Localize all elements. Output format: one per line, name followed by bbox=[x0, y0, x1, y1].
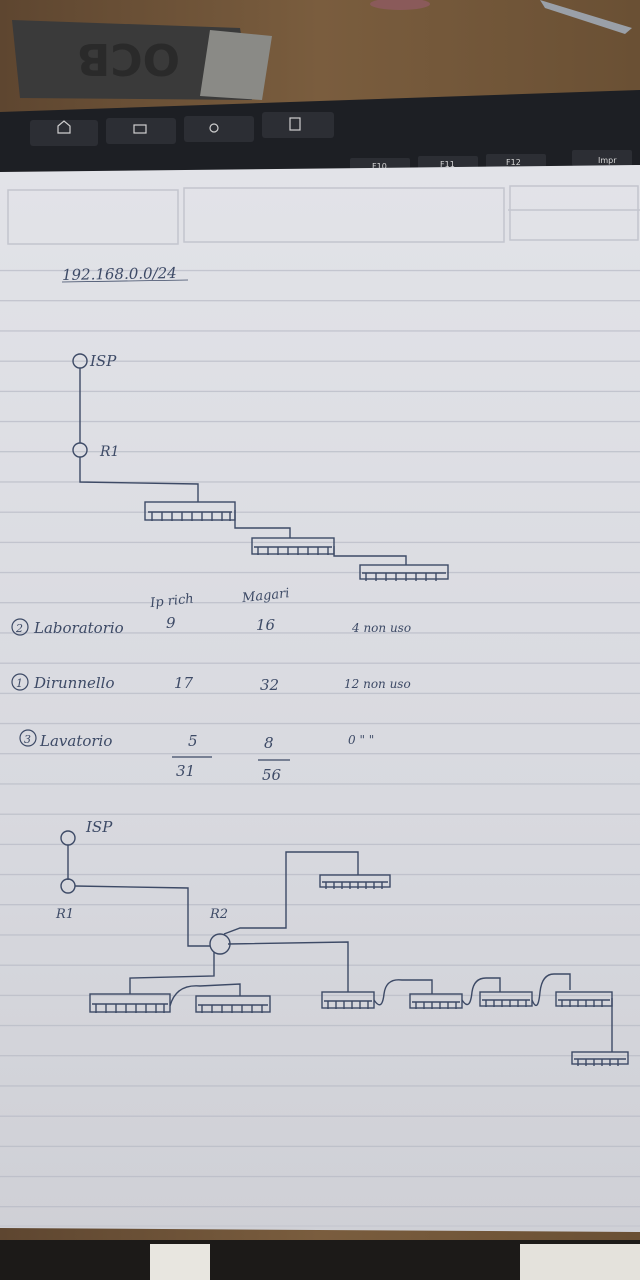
row-3-ip: 5 bbox=[188, 732, 198, 750]
switch-2-left-1 bbox=[89, 993, 171, 1013]
isp-label-2: ISP bbox=[85, 818, 113, 836]
row-1-note: 4 non uso bbox=[351, 621, 411, 635]
key-label-f10: F10 bbox=[372, 162, 387, 171]
switch-2-bottom bbox=[571, 1051, 629, 1065]
key-label-f12: F12 bbox=[506, 158, 521, 167]
row-2-name: Dirunnello bbox=[33, 674, 114, 692]
diagram-two bbox=[60, 830, 629, 1066]
row-3-name: Lavatorio bbox=[39, 732, 112, 750]
router-r1-label-2: R1 bbox=[55, 907, 74, 922]
header-box-right bbox=[509, 185, 639, 241]
switch-2-right-3 bbox=[479, 991, 533, 1007]
row-2-note: 12 non uso bbox=[344, 677, 411, 691]
router-r1-label-1: R1 bbox=[99, 444, 119, 460]
switch-1-3 bbox=[359, 564, 449, 580]
switch-2-top bbox=[319, 874, 391, 888]
isp-label-1: ISP bbox=[89, 352, 117, 370]
row-3-index: 3 bbox=[24, 733, 31, 746]
row-1-name: Laboratorio bbox=[33, 619, 124, 637]
switch-2-left-2 bbox=[195, 995, 271, 1013]
scissors-object bbox=[370, 0, 632, 34]
row-1-magari: 16 bbox=[256, 616, 276, 634]
key-mail-icon bbox=[106, 118, 176, 144]
total-ip: 31 bbox=[176, 762, 195, 780]
svg-text:OCB: OCB bbox=[77, 33, 180, 84]
key-label-impr: Impr bbox=[598, 156, 617, 165]
header-box-left bbox=[7, 189, 179, 245]
notebook-page bbox=[0, 165, 640, 1232]
subnet-table: Ip rich Magari 2 Laboratorio 9 16 4 non … bbox=[11, 586, 411, 784]
key-calc-icon bbox=[262, 112, 334, 138]
keyboard: F10 F11 F12 Impr bbox=[0, 90, 640, 172]
key-media-icon bbox=[184, 116, 254, 142]
diagram-one bbox=[72, 353, 449, 581]
row-2-magari: 32 bbox=[260, 676, 279, 694]
key-f12 bbox=[486, 154, 546, 168]
stamp-object: OCB bbox=[12, 20, 272, 100]
row-2-index: 1 bbox=[16, 677, 23, 690]
row-1-ip: 9 bbox=[166, 614, 176, 632]
router-r2-label: R2 bbox=[209, 907, 228, 922]
key-label-f11: F11 bbox=[440, 160, 455, 169]
key-impr bbox=[572, 150, 632, 166]
header-box-middle bbox=[183, 187, 505, 243]
header-ip: Ip rich bbox=[148, 592, 194, 612]
network-address-text: 192.168.0.0/24 bbox=[62, 264, 177, 284]
total-magari: 56 bbox=[262, 766, 282, 784]
row-3-magari: 8 bbox=[264, 734, 274, 752]
header-magari: Magari bbox=[240, 586, 290, 606]
row-1-index: 2 bbox=[15, 622, 23, 635]
key-f11 bbox=[418, 156, 478, 170]
row-2-ip: 17 bbox=[174, 674, 194, 692]
row-3-note: 0 " " bbox=[348, 733, 374, 747]
